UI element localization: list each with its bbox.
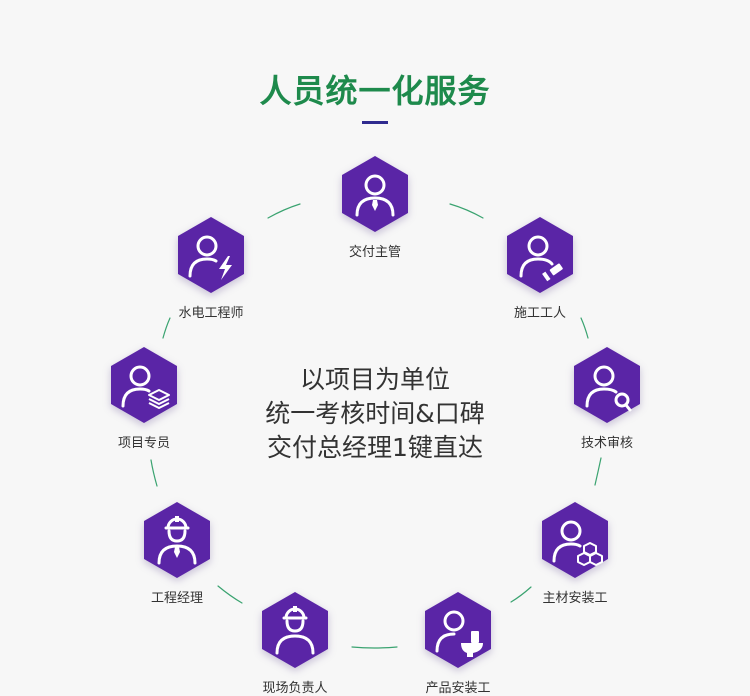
connector-arc bbox=[351, 646, 398, 649]
role-node-construction-worker[interactable]: 施工工人 bbox=[485, 216, 595, 321]
role-node-material-installer[interactable]: 主材安装工 bbox=[520, 501, 630, 606]
connector-arc bbox=[580, 317, 589, 339]
site-manager-helmet-icon bbox=[262, 592, 328, 668]
role-node-site-manager[interactable]: 现场负责人 bbox=[240, 591, 350, 696]
role-label: 现场负责人 bbox=[262, 681, 328, 696]
electrician-bolt-icon bbox=[178, 217, 244, 293]
connector-arc bbox=[217, 585, 243, 604]
role-label: 产品安装工 bbox=[425, 681, 491, 696]
role-label: 交付主管 bbox=[348, 245, 401, 260]
product-installer-toilet-icon bbox=[425, 592, 491, 668]
role-node-electrician[interactable]: 水电工程师 bbox=[156, 216, 266, 321]
role-node-project-manager[interactable]: 工程经理 bbox=[122, 501, 232, 606]
role-node-project-specialist[interactable]: 项目专员 bbox=[89, 346, 199, 451]
role-label: 技术审核 bbox=[580, 436, 633, 451]
role-label: 施工工人 bbox=[513, 306, 566, 321]
title-underline bbox=[362, 121, 388, 124]
connector-arc bbox=[594, 457, 602, 486]
material-installer-boxes-icon bbox=[542, 502, 608, 578]
connector-arc bbox=[449, 203, 484, 219]
manager-tie-icon bbox=[342, 156, 408, 232]
center-statement: 以项目为单位 统一考核时间&口碑 交付总经理1键直达 bbox=[175, 363, 575, 465]
project-manager-helmet-icon bbox=[144, 502, 210, 578]
technical-review-magnifier-icon bbox=[574, 347, 640, 423]
connector-arc bbox=[267, 203, 301, 219]
role-label: 项目专员 bbox=[117, 436, 170, 451]
center-line-1: 以项目为单位 bbox=[299, 365, 450, 394]
worker-brush-icon bbox=[507, 217, 573, 293]
connector-arc bbox=[510, 586, 532, 603]
connector-arc bbox=[150, 459, 158, 487]
project-specialist-layers-icon bbox=[111, 347, 177, 423]
role-label: 水电工程师 bbox=[178, 306, 244, 321]
connector-arc bbox=[162, 317, 171, 339]
role-label: 工程经理 bbox=[150, 591, 203, 606]
role-node-technical-review[interactable]: 技术审核 bbox=[552, 346, 662, 451]
role-label: 主材安装工 bbox=[542, 591, 608, 606]
page-title: 人员统一化服务 bbox=[259, 72, 491, 110]
center-line-3: 交付总经理1键直达 bbox=[267, 433, 483, 462]
role-node-product-installer[interactable]: 产品安装工 bbox=[403, 591, 513, 696]
center-line-2: 统一考核时间&口碑 bbox=[265, 399, 485, 428]
role-node-delivery-supervisor[interactable]: 交付主管 bbox=[320, 155, 430, 260]
